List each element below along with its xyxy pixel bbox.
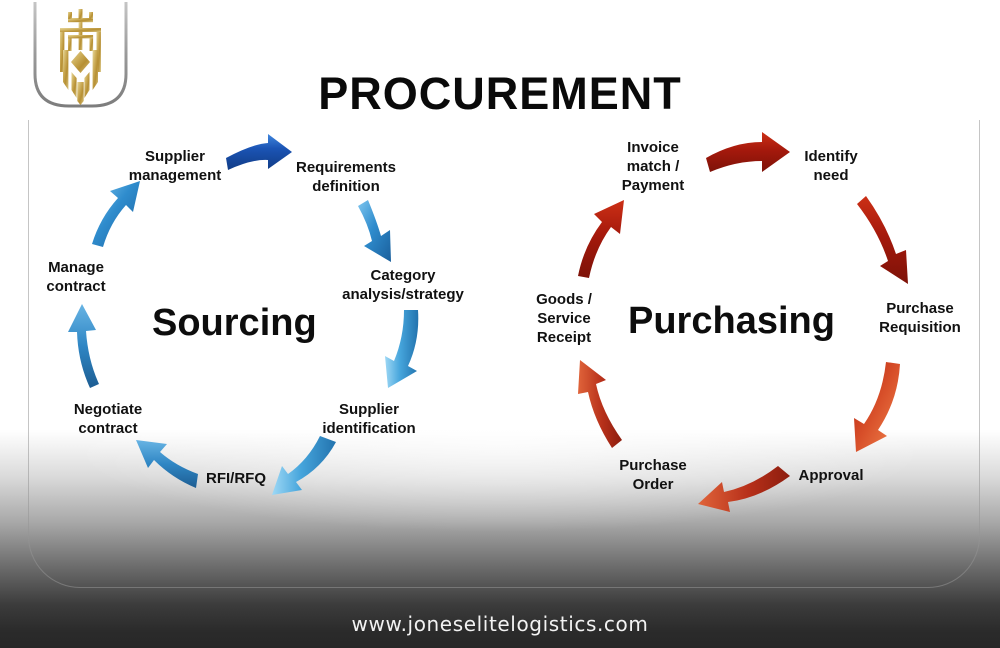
step-label-supplier-identification: Supplier identification [322, 401, 416, 437]
sourcing-cycle-heading: Sourcing [152, 302, 317, 344]
step-label-invoice-match-payment: Invoice match / Payment [621, 139, 685, 194]
step-label-supplier-management: Supplier management [128, 148, 222, 184]
footer-bar: www.joneselitelogistics.com [0, 600, 1000, 648]
footer-website-url[interactable]: www.joneselitelogistics.com [351, 612, 649, 636]
purchasing-cycle-heading: Purchasing [628, 300, 835, 342]
step-label-rfi-rfq: RFI/RFQ [206, 470, 266, 487]
step-label-manage-contract: Manage contract [46, 259, 106, 295]
step-label-negotiate-contract: Negotiate contract [73, 401, 143, 437]
brand-logo [30, 0, 152, 114]
crest-logo-icon [33, 0, 128, 108]
step-label-approval: Approval [798, 467, 864, 484]
page-title: PROCUREMENT [318, 68, 682, 119]
step-label-purchase-requisition: Purchase Requisition [879, 300, 961, 336]
step-label-category-analysis: Category analysis/strategy [342, 267, 464, 303]
step-label-identify-need: Identify need [804, 148, 858, 184]
step-label-goods-service-receipt: Goods / Service Receipt [536, 291, 592, 346]
step-label-purchase-order: Purchase Order [619, 457, 687, 493]
step-label-requirements-definition: Requirements definition [295, 159, 397, 195]
